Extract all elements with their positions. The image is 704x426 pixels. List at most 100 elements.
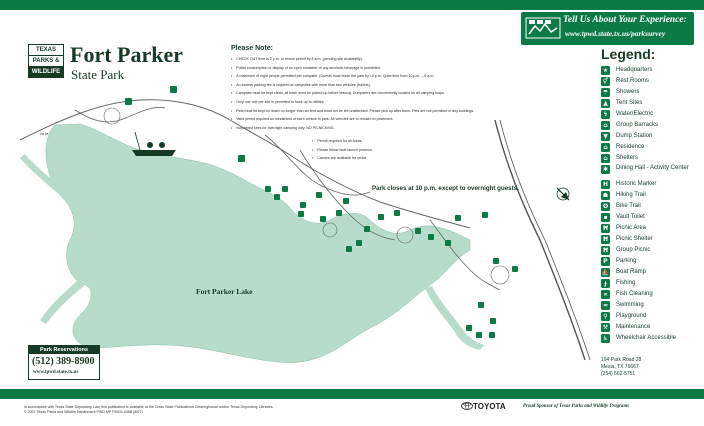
swimming-icon: ≈ <box>601 301 610 310</box>
logo-line-1: TEXAS <box>29 45 63 56</box>
legend-item-label: Picnic Shelter <box>616 236 653 242</box>
park-road <box>429 219 501 291</box>
river-channel <box>425 286 484 350</box>
water-electric-icon: ϟ <box>601 110 610 119</box>
legend-item-label: Residence <box>616 144 645 150</box>
park-road <box>299 149 396 241</box>
legend-item: ★Headquarters <box>601 66 697 78</box>
highway <box>494 119 586 361</box>
note-item: Only one unit per site is permitted to h… <box>231 98 551 107</box>
fish-cleaning-icon: ∝ <box>601 290 610 299</box>
park-closing-note: Park closes at 10 p.m. except to overnig… <box>372 185 519 192</box>
boat-illustration <box>134 131 141 151</box>
lake-label: Fort Parker Lake <box>196 287 253 296</box>
legend-item-label: Bike Trail <box>616 203 641 209</box>
legend-item: ⚥ Rest Rooms <box>601 77 697 89</box>
vault-toilet-icon: ▪ <box>601 213 610 222</box>
lake-shape <box>45 123 471 363</box>
legend-item: ϟ Water/Electric <box>601 110 697 122</box>
sponsor-name: TOYOTA <box>473 402 506 411</box>
maintenance-icon: ⚒ <box>601 323 610 332</box>
residence-icon: ⌂ <box>601 143 610 152</box>
restroom-icon: ⚥ <box>601 77 610 86</box>
campground-loop <box>490 265 510 285</box>
legend-item: ▲ Tent Sites <box>601 99 697 111</box>
parking-icon: P <box>601 257 610 266</box>
park-map[interactable]: PR 28 <box>0 80 600 385</box>
legend-item-label: Shelters <box>616 155 639 161</box>
footer-copyright: © 2007 Texas Parks and Wildlife Departme… <box>24 410 143 414</box>
picnic-shelter-icon: Ħ <box>601 235 610 244</box>
legend-item-label: Fish Cleaning <box>616 291 653 297</box>
address-line-1: 194 Park Road 28 <box>601 357 642 363</box>
highway <box>499 119 591 361</box>
legend-item-label: Historic Marker <box>616 181 657 187</box>
map-road-label: PR 28 <box>40 132 49 136</box>
bottom-banner <box>0 389 704 399</box>
boat-illustration <box>132 150 176 156</box>
boat-illustration <box>147 142 153 148</box>
shower-icon: ☂ <box>601 88 610 97</box>
legend-item: ⛵Boat Ramp <box>601 268 697 280</box>
note-item: A maximum of eight people permitted per … <box>231 72 551 81</box>
reservations-url-link[interactable]: www.tpwd.state.tx.us <box>33 370 79 375</box>
notes-title: Please Note: <box>231 45 274 52</box>
legend-item-label: Swimming <box>616 302 644 308</box>
legend-item: ⌂ Residence <box>601 143 697 155</box>
north-arrow-icon <box>556 187 570 201</box>
legend-item: ♿Wheelchair Accessible <box>601 334 697 346</box>
park-road <box>264 134 371 196</box>
playground-icon: ⚲ <box>601 312 610 321</box>
reservations-phone[interactable]: (512) 389-8900 <box>32 356 95 367</box>
tent-icon: ▲ <box>601 99 610 108</box>
legend-item: ✱Dining Hall - Activity Center <box>601 165 697 177</box>
legend-item-label: Vault Toilet <box>616 214 645 220</box>
legend-item-label: Parking <box>616 258 637 264</box>
park-address: 194 Park Road 28 Mexia, TX 76667 (254) 5… <box>601 357 641 378</box>
note-item: Public consumption or display of an open… <box>231 64 551 73</box>
barracks-icon: ⌂ <box>601 121 610 130</box>
note-sub-item: Please follow boat launch protocol. <box>312 146 373 155</box>
boat-ramp-icon: ⛵ <box>601 268 610 277</box>
legend-item-label: Dump Station <box>616 133 653 139</box>
legend-item: ⚒Maintenance <box>601 323 697 335</box>
note-item: CHECK OUT time is 2 p.m. or renew permit… <box>231 55 551 64</box>
note-item: Numbered sites for overnight camping onl… <box>231 124 551 133</box>
legend-item-label: Rest Rooms <box>616 78 650 84</box>
fishing-icon: ɟ <box>601 279 610 288</box>
footer-depository-note: In accordance with Texas State Depositor… <box>24 405 274 409</box>
campground-loop <box>322 222 338 238</box>
note-item: An excess parking fee is required at cam… <box>231 81 551 90</box>
address-line-2: Mexia, TX 76667 <box>601 364 639 370</box>
creek-arm <box>20 154 64 195</box>
legend-item: Ħ Picnic Shelter <box>601 235 697 247</box>
legend-item: ≈ Swimming <box>601 301 697 313</box>
hiking-icon: ☗ <box>601 191 610 200</box>
legend-item-label: Tent Sites <box>616 100 643 106</box>
survey-url-link[interactable]: www.tpwd.state.tx.us/parksurvey <box>565 29 666 38</box>
address-phone: (254) 562-5751 <box>601 371 636 377</box>
legend-item: ☂Showers <box>601 88 697 100</box>
campground-loop <box>103 107 121 125</box>
park-road <box>19 99 471 229</box>
campground-loop <box>396 226 414 244</box>
reservations-box: Park Reservations (512) 389-8900 www.tpw… <box>28 345 100 380</box>
notes-list: CHECK OUT time is 2 p.m. or renew permit… <box>231 55 551 132</box>
legend-item: ☗ Hiking Trail <box>601 191 697 203</box>
top-banner <box>0 0 704 10</box>
legend-item-label: Hiking Trail <box>616 192 646 198</box>
legend-item-label: Dining Hall - Activity Center <box>616 165 689 171</box>
note-item: Valid permit required on windshield of e… <box>231 115 551 124</box>
toyota-logo-icon <box>461 402 473 410</box>
note-item: Pets must be kept on leash no longer tha… <box>231 107 551 116</box>
legend-item-label: Water/Electric <box>616 111 654 117</box>
dump-station-icon: ▼ <box>601 132 610 141</box>
note-sub-item: Canoes are available for rental. <box>312 154 373 163</box>
legend-item: ▪ Vault Toilet <box>601 213 697 225</box>
facility-markers <box>125 86 518 338</box>
notes-sub-list: Permit required for all areas. Please fo… <box>312 137 373 163</box>
legend-item: ▼ Dump Station <box>601 132 697 144</box>
